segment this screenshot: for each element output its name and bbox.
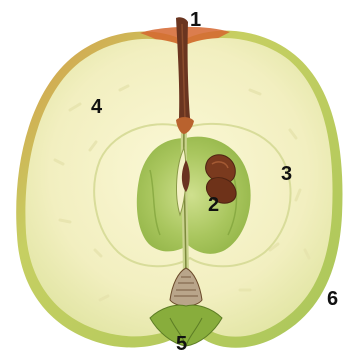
label-1: 1 xyxy=(190,10,201,30)
label-4: 4 xyxy=(91,97,102,117)
label-3: 3 xyxy=(281,164,292,184)
label-6: 6 xyxy=(327,289,338,309)
label-5: 5 xyxy=(176,334,187,354)
label-2: 2 xyxy=(208,195,219,215)
